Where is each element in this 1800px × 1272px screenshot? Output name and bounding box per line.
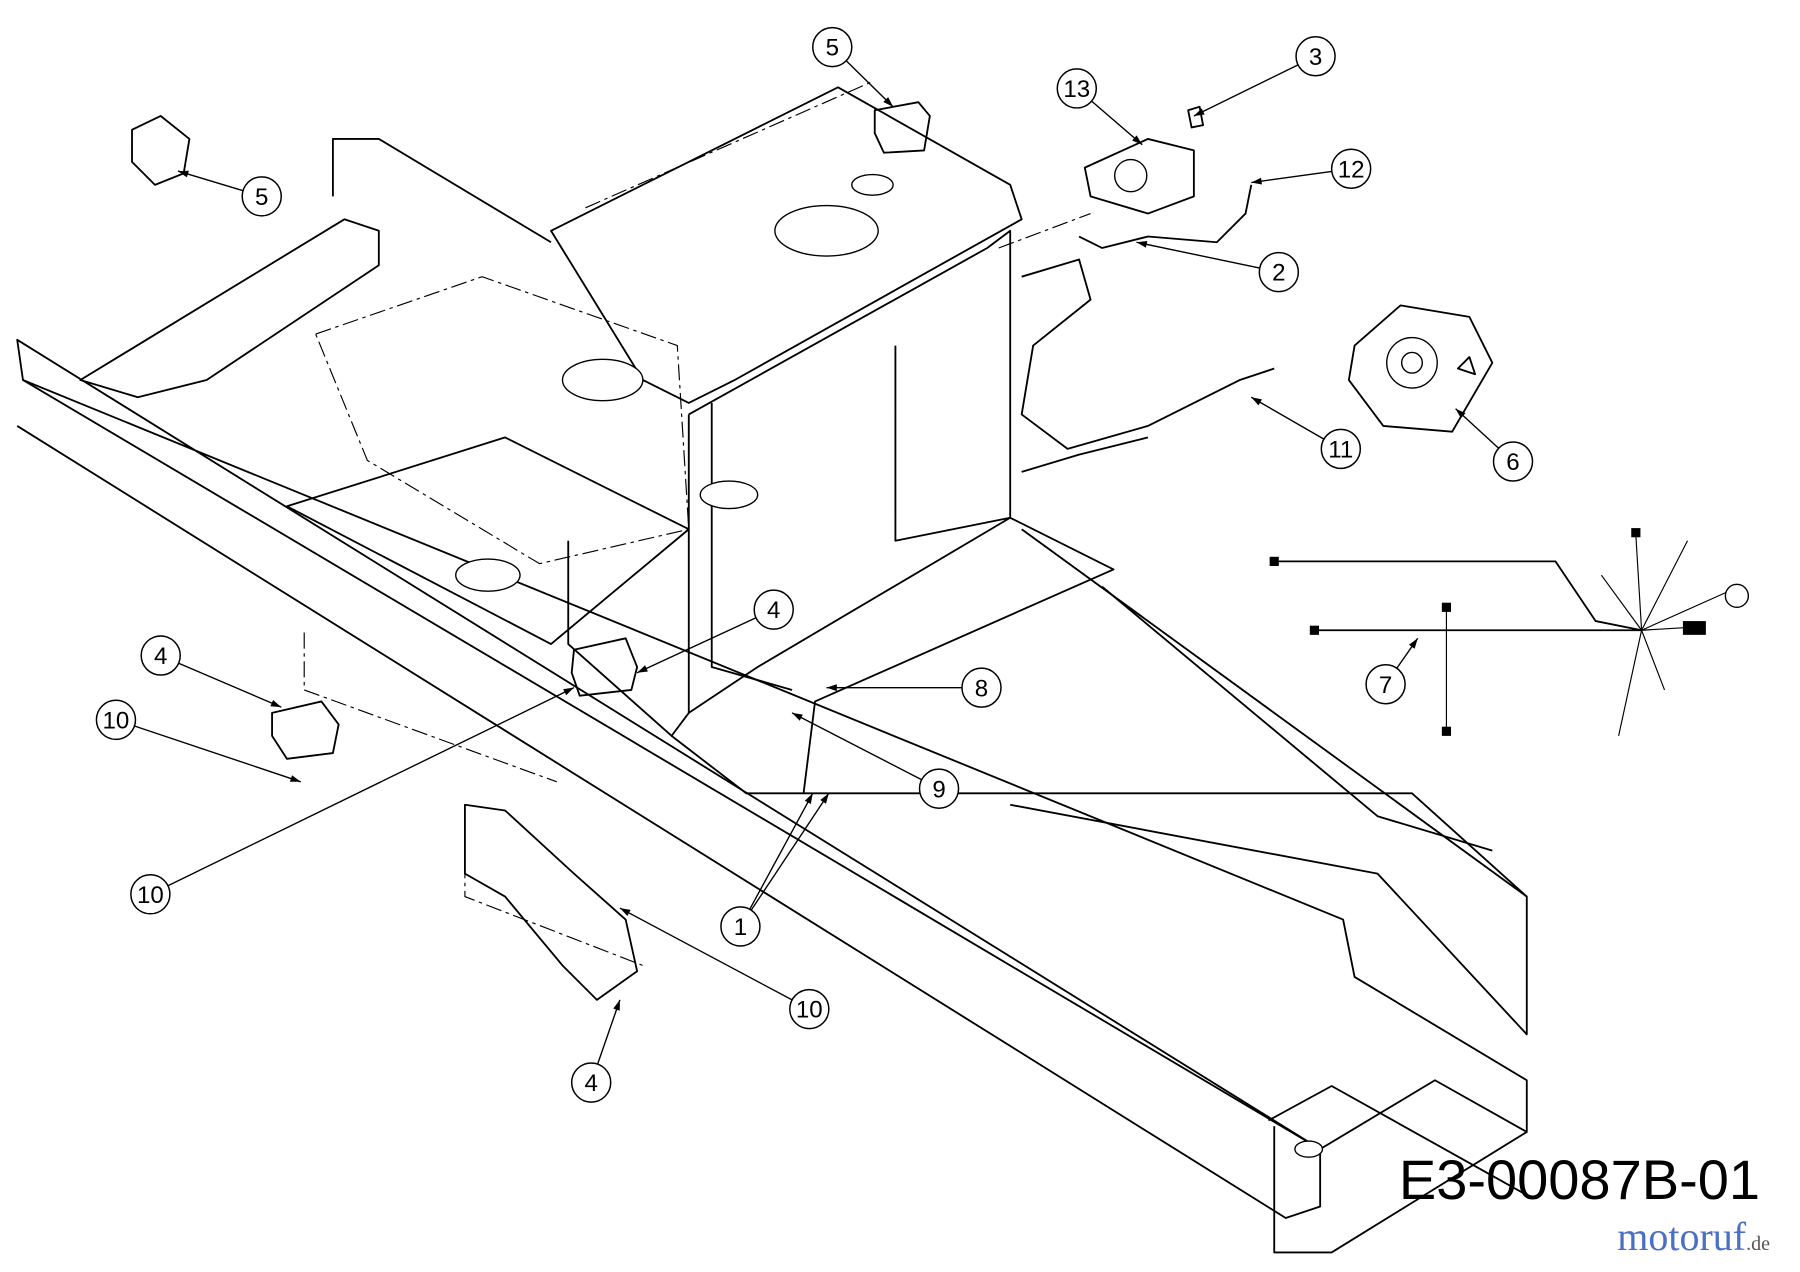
callout-6: 6 — [1492, 441, 1534, 482]
leader-line — [1091, 100, 1143, 146]
callout-label: 10 — [796, 997, 823, 1024]
leader-line — [1136, 241, 1260, 269]
callout-label: 2 — [1272, 260, 1285, 287]
seat-switch-left — [131, 115, 191, 186]
callout-label: 10 — [103, 707, 130, 734]
seat-plate-outline — [314, 276, 690, 565]
callout-1: 1 — [720, 906, 761, 947]
wiring-harness — [1269, 528, 1750, 736]
arrowhead — [883, 97, 894, 107]
callout-9: 9 — [918, 768, 960, 809]
leader-line — [750, 792, 830, 911]
seat-pedestal — [455, 86, 1115, 795]
callout-label: 4 — [154, 643, 167, 670]
watermark: motoruf.de — [1617, 1213, 1770, 1268]
assembly-line — [303, 632, 557, 783]
battery-cables — [1020, 184, 1275, 473]
callout-label: 1 — [734, 914, 747, 941]
callout-4: 4 — [570, 1062, 612, 1103]
callout-10: 10 — [130, 874, 171, 915]
watermark-brand: motoruf — [1617, 1214, 1747, 1259]
arrowhead — [177, 170, 189, 178]
callout-3: 3 — [1295, 36, 1336, 77]
leader-line — [167, 687, 575, 887]
arrowhead — [1455, 408, 1466, 419]
callout-label: 11 — [1328, 437, 1353, 464]
arrowhead — [289, 775, 301, 782]
leader-line — [791, 712, 923, 781]
callout-label: 7 — [1379, 672, 1392, 699]
callout-layer: 5 3 13 12 5 2 11 6 4 4 8 10 7 9 10 1 10 4 — [95, 26, 1534, 1103]
assembly-line — [585, 81, 873, 209]
callout-label: 4 — [584, 1070, 597, 1097]
callout-7: 7 — [1365, 663, 1406, 705]
callout-5: 5 — [241, 176, 282, 217]
arrowhead — [1136, 240, 1148, 248]
seat-switch-top — [873, 101, 931, 154]
callout-label: 5 — [255, 184, 268, 211]
arrowhead — [820, 793, 829, 804]
callout-label: 5 — [826, 35, 839, 62]
callout-4: 4 — [140, 635, 181, 676]
callout-label: 10 — [137, 882, 164, 909]
callout-label: 12 — [1338, 156, 1365, 183]
arrowhead — [563, 687, 574, 696]
leader-line — [636, 617, 757, 674]
callout-label: 8 — [975, 675, 988, 702]
leader-line — [177, 170, 244, 192]
leader-line — [619, 907, 793, 1001]
callout-label: 4 — [767, 597, 780, 624]
frame-rail — [16, 338, 1528, 1254]
assembly-line — [998, 213, 1091, 249]
callout-label: 6 — [1506, 449, 1519, 476]
callout-2: 2 — [1258, 251, 1300, 293]
ignition-switch — [1347, 304, 1494, 433]
arrowhead — [619, 908, 631, 916]
callout-8: 8 — [961, 667, 1002, 708]
arrowhead — [804, 793, 813, 804]
callout-5: 5 — [812, 26, 853, 68]
callout-10: 10 — [95, 699, 137, 741]
interlock-switch-small — [271, 637, 639, 1001]
callout-12: 12 — [1330, 148, 1372, 190]
leader-line — [596, 999, 621, 1065]
arrowhead — [613, 999, 620, 1011]
callout-11: 11 — [1320, 428, 1362, 470]
arrowhead — [826, 684, 837, 692]
callout-label: 3 — [1309, 44, 1322, 71]
callout-4: 4 — [753, 589, 794, 630]
callout-10: 10 — [789, 988, 830, 1030]
arrowhead — [637, 665, 648, 673]
arrowhead — [270, 699, 282, 708]
arrowhead — [1251, 177, 1262, 185]
leader-line — [845, 60, 894, 108]
arrowhead — [1408, 638, 1418, 649]
watermark-tld: .de — [1746, 1233, 1770, 1255]
leader-line — [1251, 170, 1332, 184]
leader-line — [178, 662, 282, 708]
arrowhead — [1132, 135, 1143, 145]
callout-13: 13 — [1056, 68, 1098, 109]
leader-line — [1193, 64, 1299, 117]
arrowhead — [792, 712, 803, 721]
callout-label: 9 — [932, 776, 945, 803]
leader-line — [134, 725, 301, 783]
callout-label: 13 — [1063, 76, 1090, 103]
arrowhead — [1193, 108, 1205, 116]
assembly-line — [464, 804, 644, 966]
leader-line — [749, 792, 814, 910]
solenoid — [1083, 105, 1204, 215]
arrowhead — [1251, 397, 1262, 406]
leader-line — [1250, 396, 1325, 440]
drawing-code: E3-00087B-01 — [1398, 1148, 1760, 1211]
